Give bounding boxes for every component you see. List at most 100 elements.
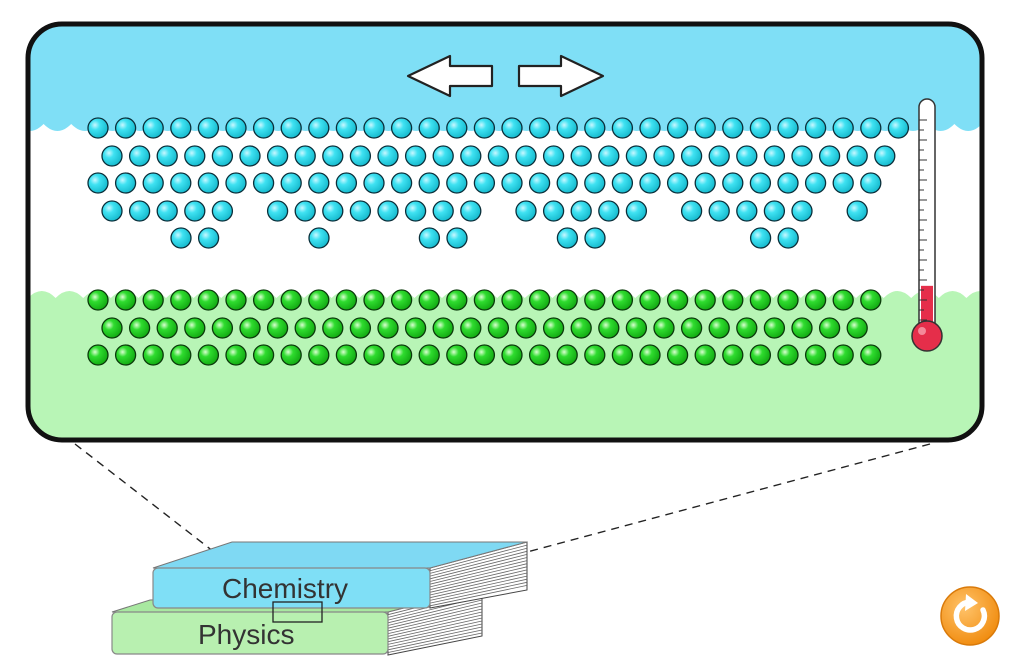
move-right-button[interactable]: [517, 54, 605, 98]
top-atom: [335, 117, 358, 139]
top-atom: [598, 145, 620, 167]
top-atom: [322, 145, 344, 167]
bottom-atom: [87, 289, 109, 311]
top-atom: [611, 117, 634, 139]
top-atom: [680, 200, 703, 222]
bottom-atom: [611, 289, 634, 311]
bottom-atom: [722, 344, 744, 366]
top-atom: [708, 200, 730, 222]
bottom-atom: [666, 289, 689, 311]
bottom-atom: [197, 344, 220, 366]
top-atom: [225, 172, 247, 194]
top-atom: [832, 117, 854, 139]
book-page-line: [429, 554, 528, 580]
book-page-line: [429, 560, 528, 585]
move-left-button[interactable]: [406, 54, 494, 98]
bottom-atom: [335, 289, 358, 311]
bottom-atom: [832, 344, 854, 366]
top-atom: [749, 227, 772, 249]
book-page-line: [387, 602, 483, 626]
bottom-atom: [349, 317, 372, 339]
top-atom: [570, 200, 592, 222]
top-atom: [860, 117, 882, 139]
top-atom: [390, 172, 413, 194]
top-atom: [556, 172, 578, 194]
bottom-atom: [404, 317, 427, 339]
top-atom: [363, 117, 385, 139]
top-atom: [749, 117, 772, 139]
bottom-atom: [598, 317, 620, 339]
top-atom: [184, 145, 206, 167]
bottom-atom: [777, 344, 799, 366]
top-atom: [184, 200, 206, 222]
zoom-region-marker: [272, 601, 323, 623]
bottom-atom: [418, 289, 440, 311]
bottom-atom: [694, 289, 716, 311]
top-atom: [653, 145, 675, 167]
bottom-atom: [363, 344, 385, 366]
book-page-line: [429, 563, 528, 588]
bottom-atom: [280, 289, 302, 311]
bottom-atom: [584, 344, 606, 366]
bottom-atom: [818, 317, 841, 339]
bottom-atom: [749, 289, 772, 311]
top-atom: [156, 200, 178, 222]
top-atom: [515, 200, 537, 222]
top-atom: [666, 172, 689, 194]
book-page-line: [387, 608, 483, 632]
book-page-line: [429, 550, 528, 577]
top-atom: [114, 172, 137, 194]
top-atom: [266, 200, 289, 222]
top-atom: [266, 145, 289, 167]
reset-button[interactable]: [940, 586, 1000, 646]
top-atom: [749, 172, 772, 194]
top-atom: [528, 117, 551, 139]
bottom-atom: [625, 317, 648, 339]
bottom-atom: [473, 289, 496, 311]
bottom-atom: [239, 317, 261, 339]
top-atom: [501, 117, 523, 139]
top-atom: [777, 117, 799, 139]
arrow-right-icon: [517, 54, 605, 98]
top-atom: [542, 145, 565, 167]
bottom-atom: [308, 344, 330, 366]
top-atom: [418, 117, 440, 139]
top-surface-band: [28, 24, 982, 131]
top-atom: [101, 200, 123, 222]
bottom-atom: [542, 317, 565, 339]
top-atom: [818, 145, 841, 167]
bottom-atom: [377, 317, 399, 339]
book-page-line: [429, 578, 528, 601]
bottom-atom: [128, 317, 151, 339]
bottom-atom: [432, 317, 454, 339]
book-page-line: [429, 547, 528, 574]
top-atom: [708, 145, 730, 167]
bottom-atom: [363, 289, 385, 311]
top-atom: [460, 145, 482, 167]
bottom-atom: [804, 289, 827, 311]
bottom-atom: [322, 317, 344, 339]
bottom-atom: [418, 344, 440, 366]
bottom-atom: [639, 344, 661, 366]
bottom-atom: [142, 344, 164, 366]
bottom-atom: [708, 317, 730, 339]
bottom-atom: [446, 289, 468, 311]
top-atom: [777, 172, 799, 194]
bottom-atom: [170, 344, 192, 366]
top-atom: [639, 172, 661, 194]
bottom-atom: [225, 289, 247, 311]
top-atom: [404, 200, 427, 222]
book-page-line: [387, 599, 483, 624]
bottom-atom: [390, 289, 413, 311]
top-atom: [584, 172, 606, 194]
bottom-atom: [170, 289, 192, 311]
bottom-atom: [501, 289, 523, 311]
top-atom: [680, 145, 703, 167]
bottom-atom: [777, 289, 799, 311]
bottom-atom: [308, 289, 330, 311]
top-atom: [252, 172, 275, 194]
top-atom: [832, 172, 854, 194]
bottom-atom: [446, 344, 468, 366]
top-atom: [694, 117, 716, 139]
